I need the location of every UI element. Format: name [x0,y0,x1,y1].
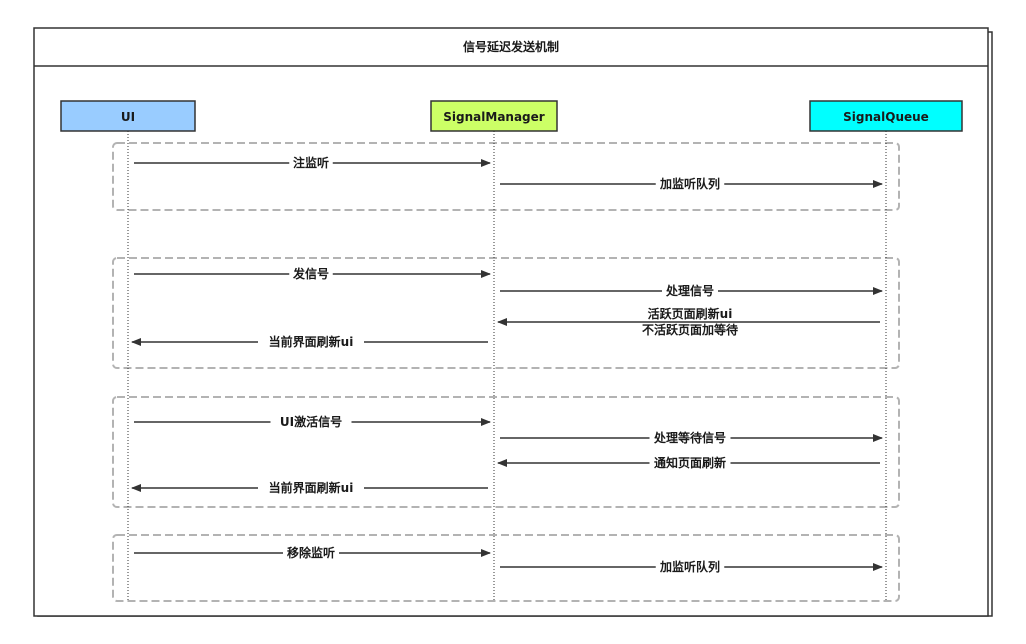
group-box-remove [112,534,900,602]
diagram-title: 信号延迟发送机制 [463,39,559,54]
message-label: 当前界面刷新ui [269,334,354,349]
message-label-bg [283,545,339,560]
message-label-bg [655,559,725,574]
message-label-bg [637,307,743,321]
message-label: 当前界面刷新ui [269,480,354,495]
message-activate-0: UI激活信号 [134,414,491,429]
group-box-send [112,257,900,369]
message-label: 发信号 [292,266,329,281]
participant-sq-box [809,100,963,132]
message-label-bg [637,323,743,337]
participant-ui-box [60,100,196,132]
message-send-0: 发信号 [134,266,491,281]
message-send-1: 处理信号 [500,283,883,298]
groups-layer [112,142,900,602]
message-register-0: 注监听 [134,155,491,170]
message-remove-0: 移除监听 [134,545,491,560]
message-label: 加监听队列 [659,559,720,574]
message-label: UI激活信号 [280,414,342,429]
group-box-activate [112,396,900,508]
message-label-bg [662,283,718,298]
message-send-3: 当前界面刷新ui [131,334,488,349]
message-label: 活跃页面刷新ui [648,306,733,321]
message-activate-2: 通知页面刷新 [497,455,880,470]
message-label: 通知页面刷新 [654,455,726,470]
message-label: 注监听 [293,155,329,170]
message-label-bg [258,334,364,349]
message-label-line2: 不活跃页面加等待 [642,322,738,337]
participant-sm-label: SignalManager [443,110,545,124]
message-label: 移除监听 [287,545,335,560]
participant-sm-box [430,100,558,132]
message-label-bg [289,266,333,281]
participant-sq-label: SignalQueue [843,110,929,124]
message-register-1: 加监听队列 [500,176,883,191]
message-label-bg [258,480,364,495]
message-label-bg [270,414,352,429]
message-label: 加监听队列 [659,176,720,191]
group-box-register [112,142,900,211]
messages-layer: 注监听加监听队列发信号处理信号活跃页面刷新ui不活跃页面加等待当前界面刷新uiU… [131,155,883,574]
lifelines-layer [127,131,887,600]
message-label-bg [289,155,333,170]
participants-layer: UI SignalManager SignalQueue [60,100,963,132]
message-label-bg [649,430,731,445]
message-activate-1: 处理等待信号 [500,430,883,445]
participant-ui-label: UI [121,110,135,124]
message-label: 处理信号 [665,283,714,298]
message-remove-1: 加监听队列 [500,559,883,574]
message-label-bg [655,176,725,191]
message-activate-3: 当前界面刷新ui [131,480,488,495]
message-label-bg [649,455,731,470]
message-label: 处理等待信号 [653,430,726,445]
